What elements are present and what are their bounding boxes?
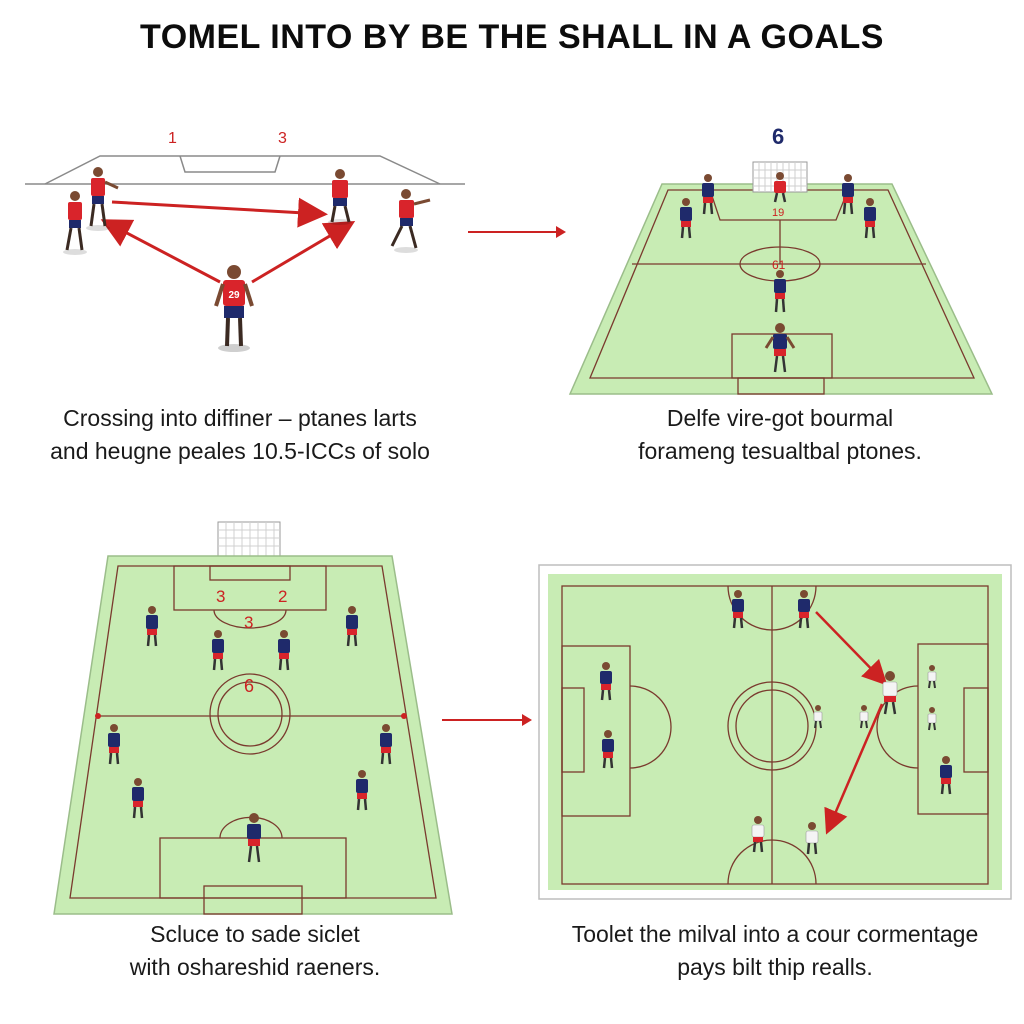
player-white <box>813 705 823 729</box>
positional-pitch: 3 2 6 3 <box>53 521 453 915</box>
connector-arrow <box>468 226 566 238</box>
penalty-area-outline <box>25 155 465 185</box>
player-navy <box>132 778 144 819</box>
pitch <box>548 574 1002 890</box>
player-navy <box>842 174 854 215</box>
player-navy <box>247 813 261 863</box>
player-navy <box>278 630 290 671</box>
crossing-drill-diagram: 1 3 <box>25 130 465 352</box>
position-label-2: 2 <box>278 587 287 606</box>
player-navy <box>702 174 714 215</box>
player-red <box>390 189 431 253</box>
formation-label-61: 61 <box>772 258 786 272</box>
player-red <box>328 169 352 225</box>
position-label-3b: 3 <box>244 613 253 632</box>
formation-diagram: 6 19 61 <box>568 124 994 395</box>
formation-label-6: 6 <box>772 124 784 149</box>
caption-top-right: Delfe vire-got bourmal forameng tesualtb… <box>560 402 1000 468</box>
caption-line: with oshareshid raeners. <box>129 954 381 980</box>
player-number: 29 <box>228 290 240 301</box>
player-navy <box>356 770 368 811</box>
player-navy <box>764 323 796 373</box>
position-label-3: 3 <box>216 587 225 606</box>
pitch <box>53 555 453 915</box>
pass-arrow <box>251 220 356 284</box>
player-navy <box>864 198 876 239</box>
position-label-6: 6 <box>244 676 254 696</box>
player-navy <box>940 756 952 795</box>
drill-label-1: 1 <box>168 130 177 147</box>
player-navy <box>774 270 786 313</box>
attacking-play-pitch <box>538 564 1012 900</box>
player-navy <box>680 198 692 239</box>
player-white <box>805 822 819 855</box>
player-white <box>859 705 869 729</box>
caption-top-left: Crossing into diffiner – ptanes larts an… <box>20 402 460 468</box>
attack-arrow <box>824 703 884 835</box>
player-white <box>751 816 765 853</box>
caption-line: Toolet the milval into a cour cormentage <box>571 921 979 947</box>
player-red <box>63 191 87 255</box>
player-white <box>927 665 937 689</box>
pass-arrow <box>111 197 328 228</box>
panel-top-right: 6 19 61 <box>560 118 1000 400</box>
goalkeeper <box>773 172 787 203</box>
caption-line: pays bilt thip realls. <box>677 954 873 980</box>
pitch-markings <box>69 565 437 915</box>
caption-line: Scluce to sade siclet <box>150 921 360 947</box>
panel-bottom-left: 3 2 6 3 <box>50 518 460 918</box>
caption-line: Crossing into diffiner – ptanes larts <box>63 405 417 431</box>
caption-line: Delfe vire-got bourmal <box>666 405 894 431</box>
player-navy <box>380 724 392 765</box>
player-navy <box>798 590 810 629</box>
player-navy <box>602 730 614 769</box>
formation-label-19: 19 <box>772 207 784 219</box>
player-navy <box>108 724 120 765</box>
player-red-29: 29 <box>214 265 254 352</box>
caption-bottom-right: Toolet the milval into a cour cormentage… <box>530 918 1020 984</box>
player-white <box>882 671 898 715</box>
player-navy <box>212 630 224 671</box>
connector-arrow <box>442 714 532 726</box>
player-navy <box>146 606 158 647</box>
player-white <box>927 707 937 731</box>
caption-bottom-left: Scluce to sade siclet with oshareshid ra… <box>35 918 475 984</box>
attack-arrow <box>815 611 888 686</box>
caption-line: and heugne peales 10.5-ICCs of solo <box>50 438 430 464</box>
page-title: TOMEL INTO BY BE THE SHALL IN A GOALS <box>140 18 884 56</box>
goal-net <box>217 521 281 559</box>
drill-label-3: 3 <box>278 130 287 147</box>
pitch-markings <box>589 189 976 395</box>
player-navy <box>346 606 358 647</box>
panel-top-left: 1 3 <box>20 110 480 370</box>
halfway-marker <box>401 713 407 719</box>
pass-arrow <box>100 219 221 284</box>
player-navy <box>732 590 744 629</box>
player-navy <box>600 662 612 701</box>
caption-line: forameng tesualtbal ptones. <box>638 438 922 464</box>
player-red <box>86 167 119 231</box>
panel-bottom-right <box>538 564 1012 900</box>
halfway-marker <box>95 713 101 719</box>
